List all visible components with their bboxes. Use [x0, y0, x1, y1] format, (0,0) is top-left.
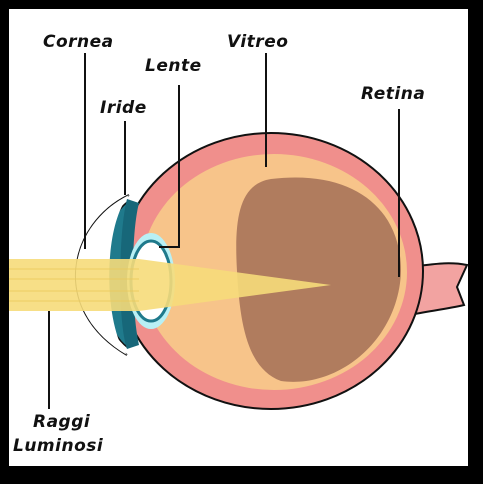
label-luminosi: Luminosi — [13, 436, 104, 456]
diagram-panel: Cornea Lente Vitreo Iride Retina Raggi L… — [9, 9, 468, 466]
label-retina: Retina — [361, 84, 425, 104]
label-raggi: Raggi — [33, 412, 91, 432]
eye-diagram: Cornea Lente Vitreo Iride Retina Raggi L… — [9, 9, 468, 466]
label-lente: Lente — [145, 56, 202, 76]
label-vitreo: Vitreo — [227, 32, 288, 52]
label-iride: Iride — [100, 98, 147, 118]
label-cornea: Cornea — [43, 32, 114, 52]
